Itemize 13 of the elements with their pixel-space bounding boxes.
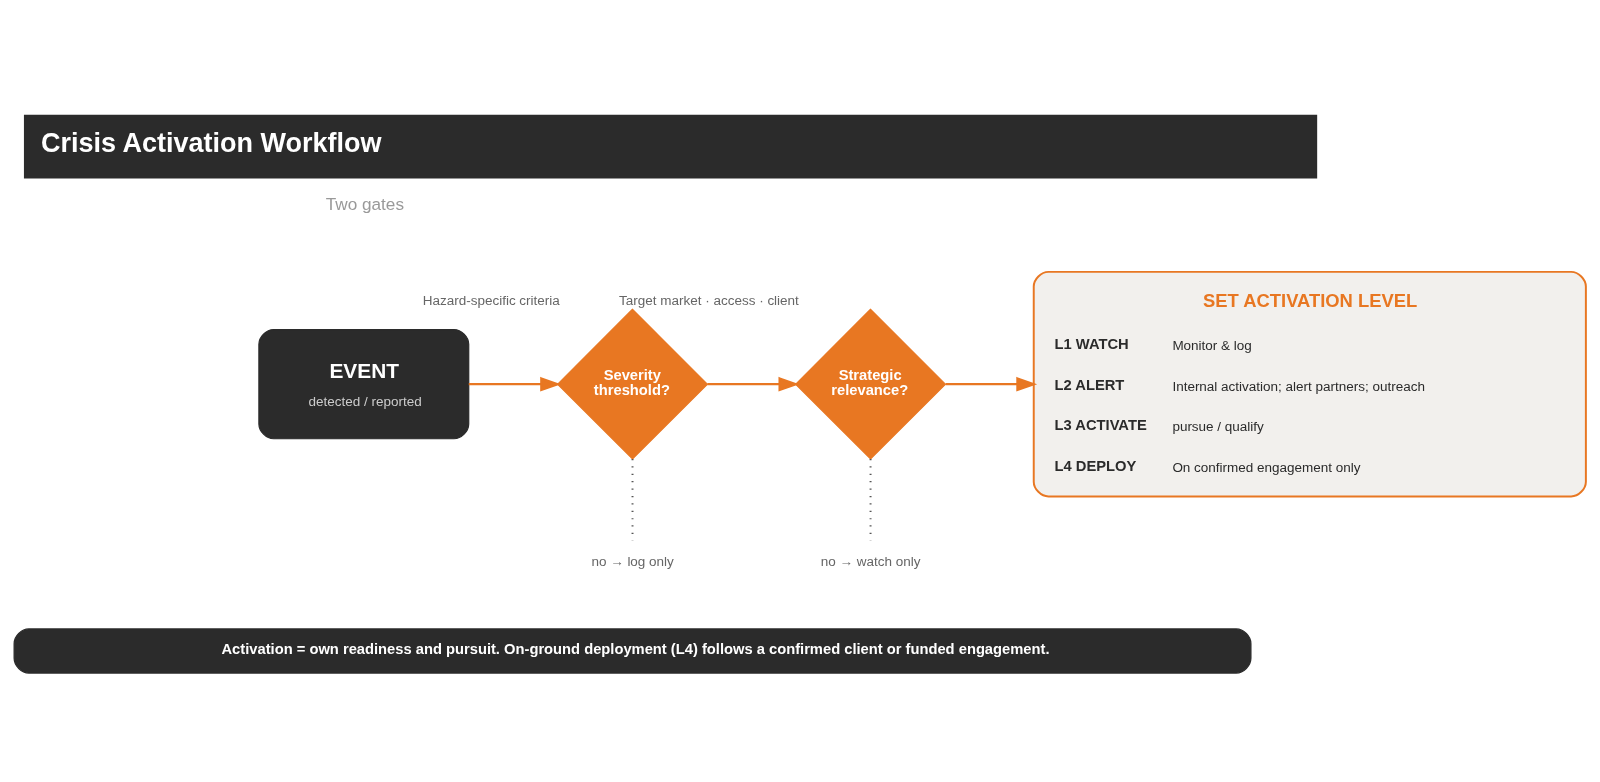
- node-label: Hazard-specific criteria: [422, 292, 560, 308]
- arrow: [707, 376, 800, 391]
- node-diamond: Strategic relevance?: [794, 307, 947, 460]
- diagram-title: Crisis Activation Workflow: [41, 127, 382, 158]
- node-label: Target market · access · client: [619, 292, 799, 308]
- node-box: Activation = own readiness and pursuit. On-ground deployment (L4) follows a confirmed client or funded engagement.: [13, 627, 1252, 674]
- label: Two gates: [325, 193, 404, 214]
- node-diamond: Severity threshold?: [556, 307, 709, 460]
- node-text: no → log only: [591, 553, 674, 569]
- node-box: SET ACTIVATION LEVEL L1 WATCH Monitor & log L2 ALERT Internal activation; alert partners; outreach L3 ACTIVATE pursue / qualify L4 DEPLOY On confirmed engagement only: [1032, 270, 1587, 497]
- arrow: [945, 376, 1038, 391]
- node-text: no → watch only: [820, 553, 921, 569]
- node-box: EVENT detected / reported: [258, 328, 470, 439]
